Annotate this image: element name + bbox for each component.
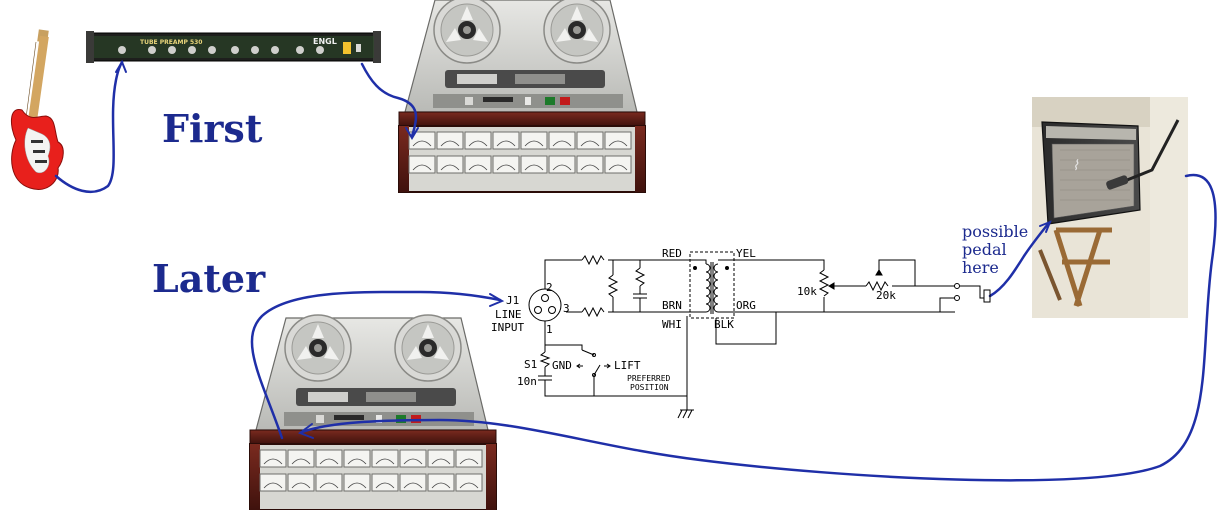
signal-cables [54,59,1217,482]
pot-value-label: 20k [876,289,896,302]
ground-icon [677,409,694,419]
resistor-icon [539,351,551,368]
preamp-brand-text: ENGL [313,37,337,46]
transformer-shield [689,251,735,319]
transformer-primary-icon [705,263,711,313]
dibox-schematic [528,251,991,419]
knob-icon [148,46,156,54]
wire-label: YEL [736,247,756,260]
switch-gnd-label: GND [552,359,572,372]
cable-guitar-to-preamp [54,60,124,194]
ground-lift-switch-icon [593,364,601,376]
cable-amp-to-deck [300,173,1217,482]
first-heading: First [162,106,263,151]
knob-icon [118,46,126,54]
wire-label: WHI [662,318,682,331]
resistor-icon [581,306,605,318]
wire-label: ORG [736,299,756,312]
tube-preamp-rack-unit: TUBE PREAMP 530 ENGL [86,31,381,63]
arrow-head-icon [405,127,419,140]
pedal-note-line: possible [962,222,1029,241]
jack-line-label: LINE [495,308,522,321]
wire-label: BRN [662,299,682,312]
knob-icon [316,46,324,54]
capacitor-icon [633,293,647,299]
cable-preamp-to-deck [360,62,418,138]
resistor-icon [634,267,646,287]
switch-lift-label: LIFT [614,359,641,372]
pin-label: 3 [563,302,570,315]
transformer-secondary-icon [713,263,719,313]
output-jack-icon [960,285,991,303]
arrow-head-icon [115,59,127,73]
pin-label: 2 [546,281,553,294]
xlr-jack-icon [528,288,562,322]
knob-icon [296,46,304,54]
knob-icon [251,46,259,54]
pedal-note-line: pedal [962,240,1007,259]
knob-icon [271,46,279,54]
reel-to-reel-tape-deck [399,0,645,192]
electric-guitar-icon [11,29,64,190]
knob-icon [188,46,196,54]
pot-value-label: 10k [797,285,817,298]
arrow-left-icon [576,363,583,369]
knob-icon [208,46,216,54]
cable-deck-to-line-input [250,290,502,440]
pin-label: 1 [546,323,553,336]
guitar-amplifier-photo: ⌇ [1032,97,1188,318]
preferred-position-label: PREFERRED [627,374,671,383]
potentiometer-20k-icon [865,280,889,292]
potentiometer-10k-icon [818,269,830,297]
knob-icon [231,46,239,54]
cable-pedal-to-amp [988,222,1050,298]
jack-input-label: INPUT [491,321,524,334]
reel-to-reel-tape-deck [250,315,496,510]
pedal-note: possible pedal here [962,223,1028,277]
resistor-icon [607,274,619,298]
arrow-head-icon [297,423,314,439]
arrow-right-icon [604,363,611,369]
knob-icon [168,46,176,54]
later-heading: Later [152,256,266,301]
preferred-position-label: POSITION [630,383,669,392]
wire-label: BLK [714,318,734,331]
arrow-head-icon [1039,220,1052,233]
wire-label: RED [662,247,682,260]
jack-ref-label: J1 [506,294,519,307]
svg-text:⌇: ⌇ [1072,158,1079,174]
arrow-head-icon [489,293,505,307]
pedal-note-line: here [962,258,999,277]
capacitor-icon [538,375,552,381]
cap-value-label: 10n [517,375,537,388]
resistor-icon [581,254,605,266]
preamp-model-text: TUBE PREAMP 530 [140,39,202,46]
switch-ref-label: S1 [524,358,537,371]
